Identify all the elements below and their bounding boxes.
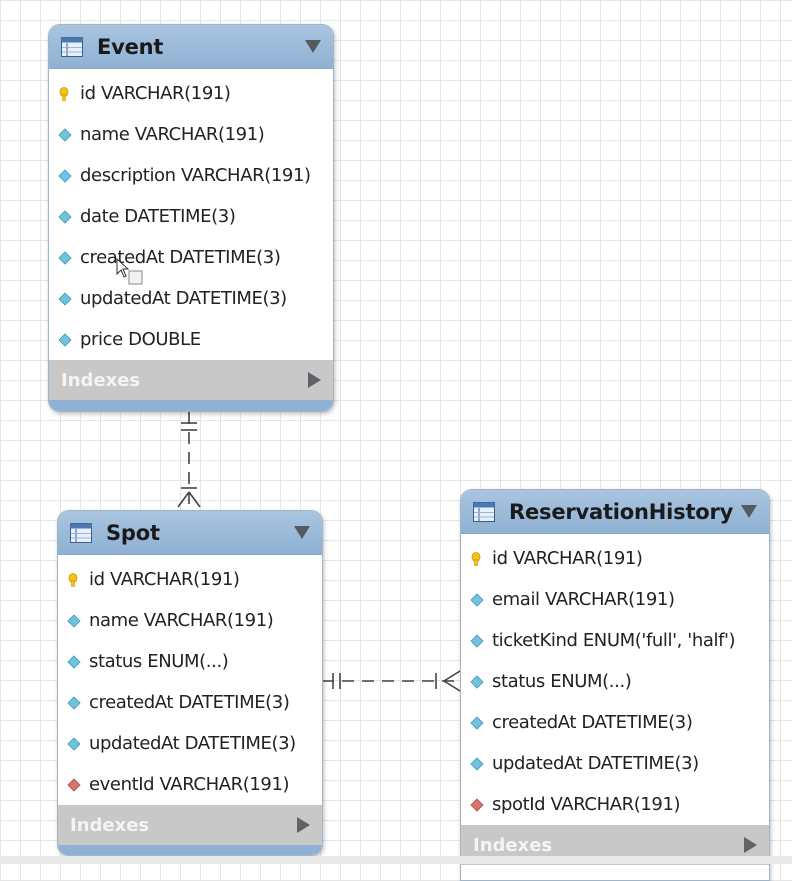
column-row[interactable]: updatedAt DATETIME(3) xyxy=(461,743,769,784)
column-diamond-icon xyxy=(58,250,72,265)
table-reservationhistory[interactable]: ReservationHistory id VARCHAR(191) email… xyxy=(460,489,770,881)
column-label: description VARCHAR(191) xyxy=(80,165,311,186)
column-label: id VARCHAR(191) xyxy=(89,569,240,590)
collapse-arrow-icon[interactable] xyxy=(741,505,757,518)
table-footer xyxy=(58,845,322,855)
column-label: eventId VARCHAR(191) xyxy=(89,774,290,795)
table-event[interactable]: Event id VARCHAR(191) name VARCHAR(191) … xyxy=(48,24,334,412)
column-row[interactable]: name VARCHAR(191) xyxy=(58,600,322,641)
table-icon xyxy=(61,36,83,57)
column-label: spotId VARCHAR(191) xyxy=(492,794,681,815)
table-title: ReservationHistory xyxy=(509,499,734,524)
column-row[interactable]: updatedAt DATETIME(3) xyxy=(49,278,333,319)
column-label: createdAt DATETIME(3) xyxy=(89,692,290,713)
expand-arrow-icon[interactable] xyxy=(308,372,321,388)
column-list: id VARCHAR(191) name VARCHAR(191) descri… xyxy=(49,69,333,360)
column-diamond-icon xyxy=(470,715,484,730)
column-row[interactable]: id VARCHAR(191) xyxy=(461,538,769,579)
table-title: Event xyxy=(97,34,164,59)
column-diamond-icon xyxy=(470,633,484,648)
table-icon xyxy=(70,522,92,543)
column-row[interactable]: description VARCHAR(191) xyxy=(49,155,333,196)
table-spot[interactable]: Spot id VARCHAR(191) name VARCHAR(191) s… xyxy=(57,510,323,856)
primary-key-icon xyxy=(471,551,481,566)
column-label: ticketKind ENUM('full', 'half') xyxy=(492,630,736,651)
column-label: id VARCHAR(191) xyxy=(80,83,231,104)
column-row[interactable]: updatedAt DATETIME(3) xyxy=(58,723,322,764)
indexes-section[interactable]: Indexes xyxy=(49,360,333,400)
column-row[interactable]: price DOUBLE xyxy=(49,319,333,360)
column-label: id VARCHAR(191) xyxy=(492,548,643,569)
collapse-arrow-icon[interactable] xyxy=(294,526,310,539)
column-label: email VARCHAR(191) xyxy=(492,589,675,610)
column-row[interactable]: eventId VARCHAR(191) xyxy=(58,764,322,805)
column-label: updatedAt DATETIME(3) xyxy=(80,288,287,309)
column-diamond-icon xyxy=(470,756,484,771)
relationship-event-spot[interactable] xyxy=(177,412,201,508)
collapse-arrow-icon[interactable] xyxy=(305,40,321,53)
column-diamond-icon xyxy=(58,291,72,306)
foreign-key-icon xyxy=(67,777,81,792)
column-row[interactable]: ticketKind ENUM('full', 'half') xyxy=(461,620,769,661)
column-diamond-icon xyxy=(58,332,72,347)
column-row[interactable]: spotId VARCHAR(191) xyxy=(461,784,769,825)
primary-key-icon xyxy=(59,86,69,101)
table-header[interactable]: Event xyxy=(49,25,333,69)
column-diamond-icon xyxy=(58,168,72,183)
column-label: status ENUM(...) xyxy=(492,671,632,692)
column-row[interactable]: name VARCHAR(191) xyxy=(49,114,333,155)
indexes-label: Indexes xyxy=(70,814,150,836)
indexes-label: Indexes xyxy=(61,369,141,391)
column-diamond-icon xyxy=(470,592,484,607)
column-label: updatedAt DATETIME(3) xyxy=(492,753,699,774)
mouse-cursor-icon xyxy=(116,258,143,285)
column-diamond-icon xyxy=(67,654,81,669)
relationship-spot-reservationhistory[interactable] xyxy=(322,670,461,692)
indexes-section[interactable]: Indexes xyxy=(58,805,322,845)
column-label: date DATETIME(3) xyxy=(80,206,236,227)
column-diamond-icon xyxy=(67,695,81,710)
column-label: createdAt DATETIME(3) xyxy=(492,712,693,733)
column-diamond-icon xyxy=(67,613,81,628)
column-row[interactable]: date DATETIME(3) xyxy=(49,196,333,237)
column-diamond-icon xyxy=(58,127,72,142)
column-diamond-icon xyxy=(58,209,72,224)
table-header[interactable]: ReservationHistory xyxy=(461,490,769,534)
column-row[interactable]: status ENUM(...) xyxy=(461,661,769,702)
column-list: id VARCHAR(191) name VARCHAR(191) status… xyxy=(58,555,322,805)
column-label: name VARCHAR(191) xyxy=(80,124,265,145)
table-header[interactable]: Spot xyxy=(58,511,322,555)
table-icon xyxy=(473,501,495,522)
column-label: status ENUM(...) xyxy=(89,651,229,672)
column-label: price DOUBLE xyxy=(80,329,201,350)
table-title: Spot xyxy=(106,520,160,545)
column-row[interactable]: createdAt DATETIME(3) xyxy=(461,702,769,743)
expand-arrow-icon[interactable] xyxy=(297,817,310,833)
column-row[interactable]: createdAt DATETIME(3) xyxy=(58,682,322,723)
bottom-status-bar xyxy=(0,856,792,864)
column-row[interactable]: createdAt DATETIME(3) xyxy=(49,237,333,278)
column-row[interactable]: id VARCHAR(191) xyxy=(58,559,322,600)
column-label: name VARCHAR(191) xyxy=(89,610,274,631)
column-list: id VARCHAR(191) email VARCHAR(191) ticke… xyxy=(461,534,769,825)
foreign-key-icon xyxy=(470,797,484,812)
primary-key-icon xyxy=(68,572,78,587)
column-label: updatedAt DATETIME(3) xyxy=(89,733,296,754)
column-label: createdAt DATETIME(3) xyxy=(80,247,281,268)
indexes-label: Indexes xyxy=(473,834,553,856)
column-row[interactable]: status ENUM(...) xyxy=(58,641,322,682)
column-row[interactable]: email VARCHAR(191) xyxy=(461,579,769,620)
column-diamond-icon xyxy=(470,674,484,689)
expand-arrow-icon[interactable] xyxy=(744,837,757,853)
column-row[interactable]: id VARCHAR(191) xyxy=(49,73,333,114)
column-diamond-icon xyxy=(67,736,81,751)
table-footer xyxy=(49,400,333,411)
